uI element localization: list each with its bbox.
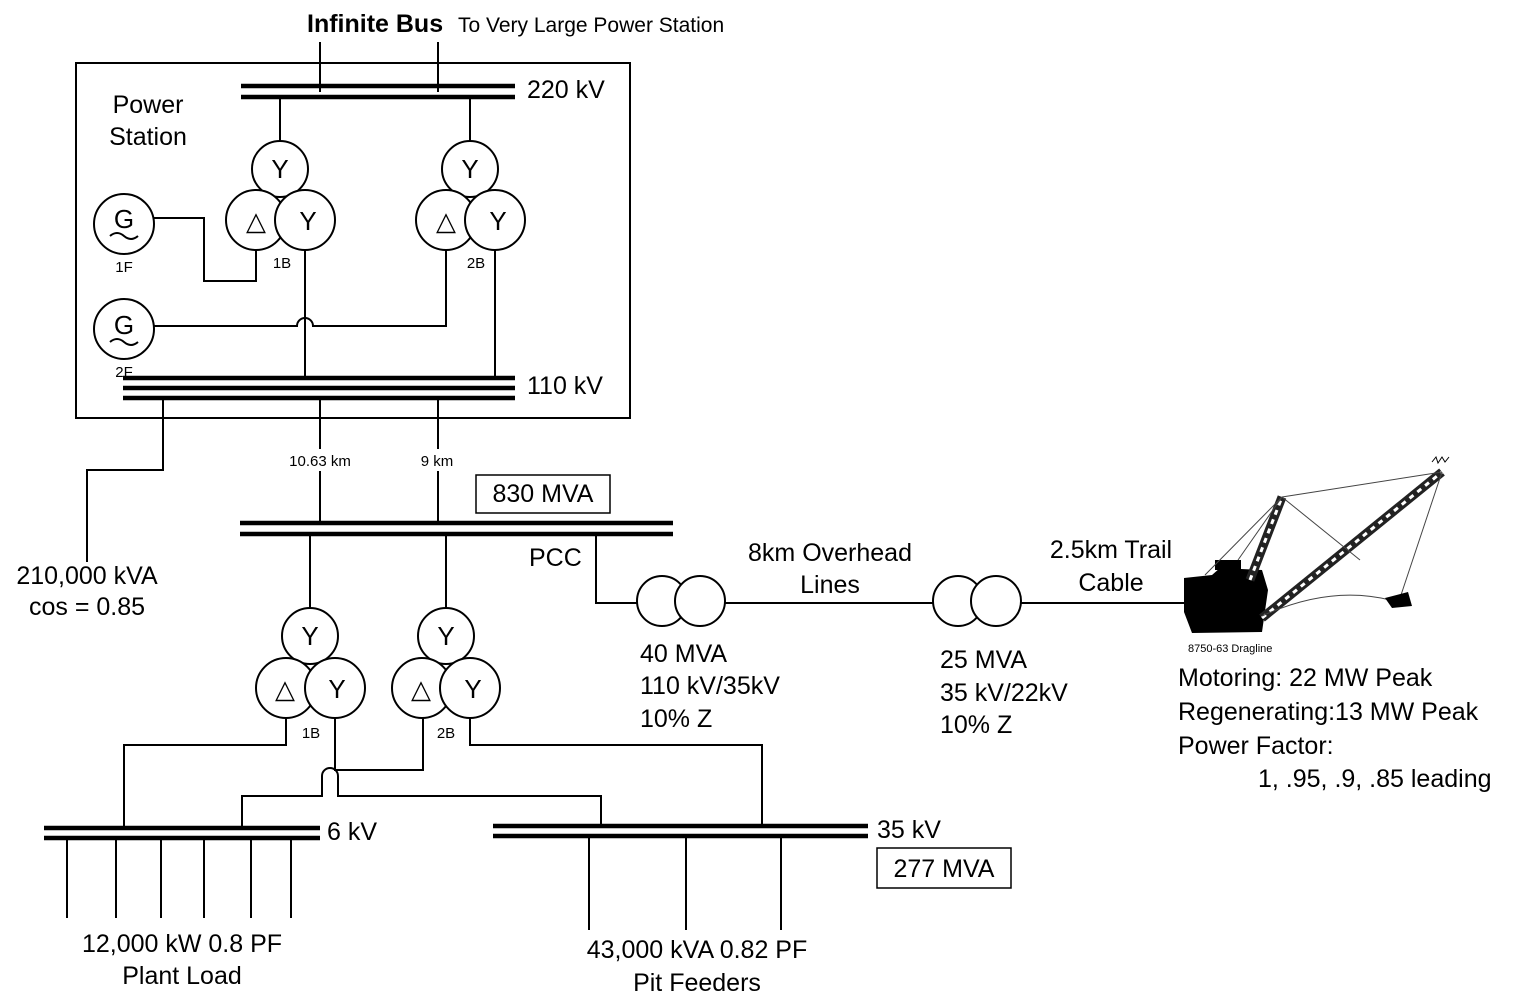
plant-xfmr2-right-winding: Y [464, 674, 481, 704]
pcc-fault-level-box [475, 474, 611, 514]
pcc-label: PCC [529, 544, 582, 572]
bus-35kv-label: 35 kV [877, 816, 941, 844]
plant-xfmr1-top-winding: Y [301, 621, 318, 651]
t40-voltage: 110 kV/35kV [640, 672, 780, 700]
trail-cable-line2: Cable [1078, 569, 1143, 597]
bus-220kv-label: 220 kV [527, 76, 605, 104]
bus-6kv [44, 825, 320, 841]
plant-xfmr1-left-winding: △ [275, 674, 295, 704]
power-station-label-line1: Power [113, 91, 184, 119]
station-xfmr2-right-winding: Y [489, 206, 506, 236]
plant-xfmr1-right-winding: Y [328, 674, 345, 704]
plant-xfmr2-left-winding: △ [411, 674, 431, 704]
plant-load-line1: 12,000 kW 0.8 PF [82, 930, 282, 958]
gen1-tag: 1F [115, 259, 133, 276]
local-load-line2: cos = 0.85 [29, 593, 145, 621]
line1-length: 10.63 km [289, 453, 351, 470]
bus-6kv-label: 6 kV [327, 818, 377, 846]
dragline-caption: 8750-63 Dragline [1188, 643, 1272, 655]
t25-impedance: 10% Z [940, 711, 1012, 739]
plant-load-line2: Plant Load [122, 962, 242, 990]
dragline-motoring: Motoring: 22 MW Peak [1178, 664, 1433, 692]
overhead-lines-line1: 8km Overhead [748, 539, 912, 567]
bus-35kv-fault-level: 277 MVA [894, 855, 995, 883]
t40-impedance: 10% Z [640, 705, 712, 733]
gen1-symbol: G [114, 204, 134, 234]
dragline-pf-label: Power Factor: [1178, 732, 1334, 760]
station-xfmr1-right-winding: Y [299, 206, 316, 236]
dragline-pf-values: 1, .95, .9, .85 leading [1258, 765, 1492, 793]
generator-1f: G 1F [93, 193, 155, 276]
station-xfmr1-tag: 1B [273, 255, 291, 272]
plant-transformer-1b: Y △ Y 1B [255, 607, 366, 742]
dragline-image [1184, 455, 1450, 633]
local-load-line1: 210,000 kVA [16, 562, 158, 590]
plant-xfmr1-tag: 1B [302, 725, 320, 742]
t25-voltage: 35 kV/22kV [940, 679, 1068, 707]
pcc-fault-level: 830 MVA [493, 480, 594, 508]
transformer-25mva [932, 575, 1022, 627]
gen2-symbol: G [114, 310, 134, 340]
power-station-box [75, 62, 631, 419]
plant-xfmr2-top-winding: Y [437, 621, 454, 651]
plant-xfmr2-tag: 2B [437, 725, 455, 742]
transformer-40mva [636, 575, 726, 627]
power-station-label-line2: Station [109, 123, 187, 151]
bus-110kv [123, 375, 515, 401]
pcc-bus [240, 520, 673, 537]
station-transformer-1b: Y △ Y 1B [225, 140, 336, 272]
bus-220kv [241, 83, 515, 100]
trail-cable-line1: 2.5km Trail [1050, 536, 1172, 564]
pit-feeders-line1: 43,000 kVA 0.82 PF [587, 936, 808, 964]
bus-35kv-fault-level-box [876, 847, 1012, 889]
infinite-bus-subtitle: To Very Large Power Station [458, 14, 724, 37]
station-xfmr2-left-winding: △ [436, 206, 456, 236]
line2-length: 9 km [421, 453, 454, 470]
infinite-bus-title: Infinite Bus [307, 10, 443, 38]
bus-110kv-label: 110 kV [527, 372, 603, 400]
station-xfmr2-top-winding: Y [461, 154, 478, 184]
overhead-lines-line2: Lines [800, 571, 860, 599]
station-xfmr1-top-winding: Y [271, 154, 288, 184]
pit-feeders-line2: Pit Feeders [633, 969, 761, 997]
station-xfmr1-left-winding: △ [246, 206, 266, 236]
t25-rating: 25 MVA [940, 646, 1027, 674]
bus-35kv [493, 823, 868, 839]
t40-rating: 40 MVA [640, 640, 727, 668]
station-transformer-2b: Y △ Y 2B [415, 140, 526, 272]
dragline-regenerating: Regenerating:13 MW Peak [1178, 698, 1479, 726]
plant-transformer-2b: Y △ Y 2B [391, 607, 501, 742]
generator-2f: G 2F [93, 298, 155, 381]
station-xfmr2-tag: 2B [467, 255, 485, 272]
